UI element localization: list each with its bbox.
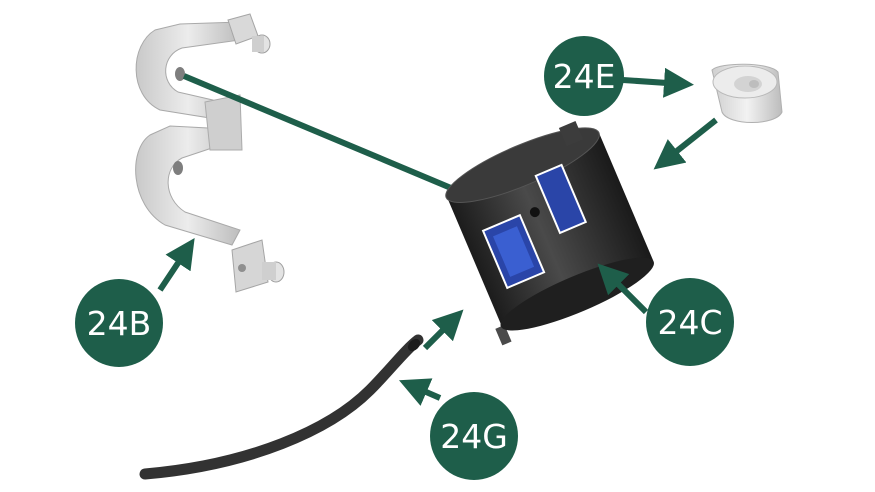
callout-24C: 24C [646,278,734,366]
hose-end [407,338,421,352]
callout-24G: 24G [430,392,518,480]
arrow-icon [653,117,718,170]
arrow-icon [422,309,464,351]
arrow-icon [157,238,195,292]
arrow-icon [622,67,694,98]
filter-label [534,163,588,235]
callout-label: 24G [440,417,508,456]
fuel-hose [139,334,424,480]
callout-label: 24C [657,303,722,342]
arrow-icon [398,378,442,406]
callout-24B: 24B [75,279,163,367]
callout-label: 24B [87,304,152,343]
filter-end-cap [711,63,783,123]
arrow-icon [597,263,649,315]
fuel-filter [445,120,654,346]
callout-24E: 24E [544,36,624,116]
callout-label: 24E [553,57,616,96]
fuel-filter-bracket [135,13,285,293]
